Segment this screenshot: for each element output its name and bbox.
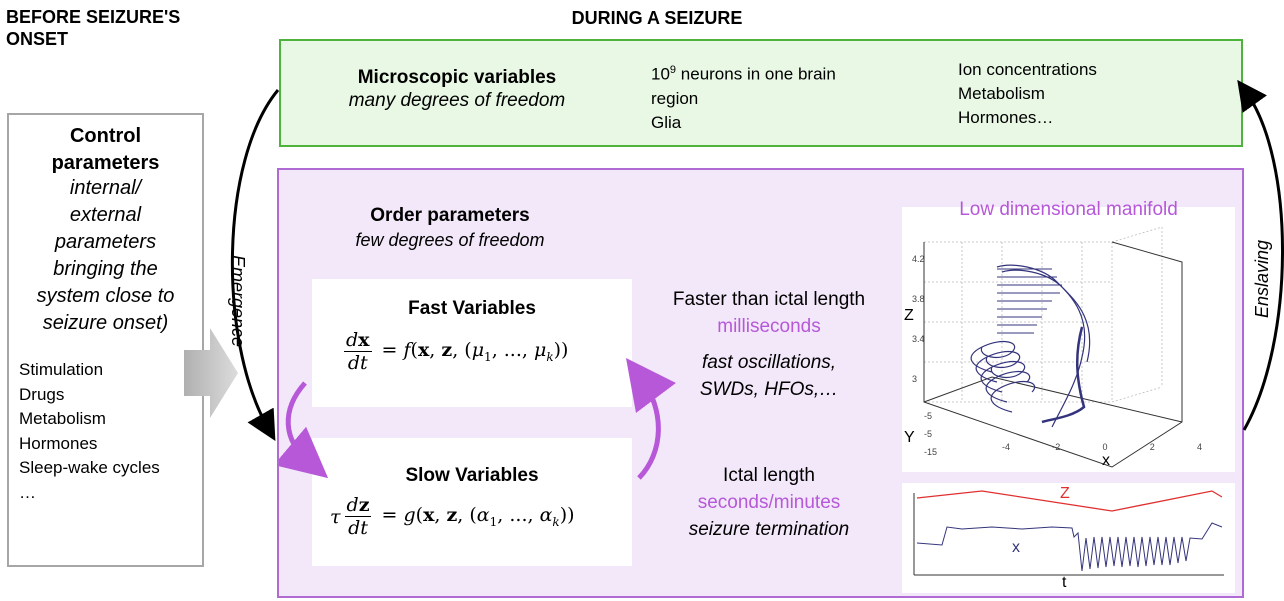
order-parameters-box: Order parameters few degrees of freedom … [277,168,1244,598]
manifold-z-ticks: 4.2 3.8 3.4 3 [912,254,925,384]
emergence-label: Emergence [228,255,248,348]
microscopic-list-chemistry: Ion concentrations Metabolism Hormones… [958,60,1097,127]
control-parameters-box: Control parameters internal/ external pa… [7,113,204,567]
slow-timescale-text: Ictal length seconds/minutes seizure ter… [634,462,904,543]
manifold-x-label: x [1102,452,1110,469]
fast-unit: milliseconds [717,316,821,337]
grey-block-arrow-icon [184,328,238,418]
before-onset-heading: BEFORE SEIZURE'S ONSET [6,7,181,49]
order-parameters-subtitle: few degrees of freedom [355,230,545,250]
timeseries-plot: Z x t [902,483,1235,593]
order-parameters-title: Order parameters [370,205,530,226]
slow-unit: seconds/minutes [697,492,841,513]
list-item: Stimulation [19,360,104,379]
enslaving-label: Enslaving [1252,239,1272,318]
fast-variables-title: Fast Variables [408,298,536,319]
microscopic-variables-box: Microscopic variables many degrees of fr… [279,39,1243,147]
list-item: Metabolism [19,409,106,428]
manifold-z-label: Z [904,307,914,324]
manifold-y-label: Y [904,429,915,446]
fast-slow-cycle-arrows [279,357,676,480]
list-item: Sleep-wake cycles [19,458,160,477]
slow-variables-title: Slow Variables [405,465,539,486]
manifold-title: Low dimensional manifold [959,199,1178,220]
control-parameters-list: Stimulation Drugs Metabolism Hormones Sl… [19,358,160,505]
control-parameters-subtitle: internal/ external parameters bringing t… [36,177,175,334]
list-item: … [19,482,36,502]
microscopic-variables-title: Microscopic variables [357,67,557,88]
manifold-x-ticks: -4 -2 0 2 4 [1002,442,1202,452]
fast-timescale-text: Faster than ictal length milliseconds fa… [634,286,904,403]
microscopic-list-neurons: 109 neurons in one brain region Glia [651,64,836,132]
list-item: Drugs [19,384,65,404]
timeseries-t-label: t [1062,574,1067,591]
timeseries-x-label: x [1012,539,1020,556]
during-seizure-heading: DURING A SEIZURE [571,8,743,28]
timeseries-z-label: Z [1060,485,1070,502]
control-parameters-title: Control parameters [51,125,160,174]
timeseries-traces [913,490,1224,576]
manifold-3d-plot [923,226,1183,468]
list-item: Hormones [19,433,98,453]
manifold-plot: Low dimensional manifold [902,199,1235,472]
microscopic-variables-subtitle: many degrees of freedom [348,90,566,111]
manifold-y-ticks: -5 -5 -15 [924,411,938,457]
